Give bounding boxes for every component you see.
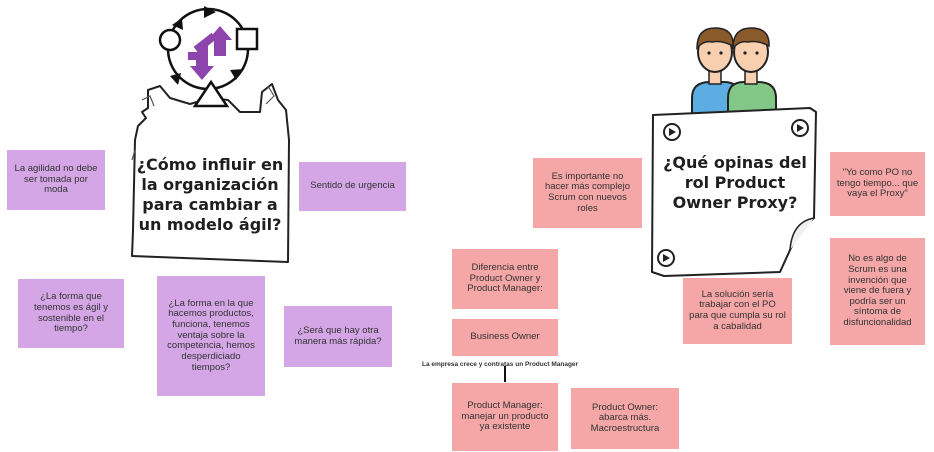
sticky-note[interactable]: Product Owner: abarca más. Macroestructu… xyxy=(571,388,679,449)
triangle-icon xyxy=(192,79,230,108)
sticky-note[interactable]: Sentido de urgencia xyxy=(299,162,406,211)
sticky-note[interactable]: La solución sería trabajar con el PO par… xyxy=(683,278,792,344)
cycle-diagram-icon xyxy=(158,6,259,91)
right-board-title: ¿Qué opinas del rol Product Owner Proxy? xyxy=(663,153,807,212)
sticky-note[interactable]: Business Owner xyxy=(452,319,558,356)
circle-icon xyxy=(158,28,182,52)
paper-sheet-left xyxy=(131,79,290,263)
sticky-note[interactable]: Diferencia entre Product Owner y Product… xyxy=(452,249,558,309)
sticky-note[interactable]: No es algo de Scrum es una invención que… xyxy=(830,238,925,345)
sticky-note[interactable]: Es importante no hacer más complejo Scru… xyxy=(533,158,642,228)
sticky-note[interactable]: Product Manager: manejar un producto ya … xyxy=(452,383,558,451)
sticky-note[interactable]: "Yo como PO no tengo tiempo... que vaya … xyxy=(830,152,925,216)
sticky-note[interactable]: ¿La forma en la que hacemos productos, f… xyxy=(157,276,265,396)
play-icon xyxy=(663,123,681,141)
sticky-note[interactable]: ¿La forma que tenemos es ágil y sostenib… xyxy=(18,279,124,348)
exchange-arrows-icon xyxy=(188,26,232,80)
connector-label: La empresa crece y contratas un Product … xyxy=(422,361,579,368)
play-icon xyxy=(657,249,675,267)
left-board-title: ¿Cómo influir en la organización para ca… xyxy=(136,155,284,234)
sticky-note[interactable]: ¿Será que hay otra manera más rápida? xyxy=(284,306,392,367)
play-icon xyxy=(791,119,809,137)
paper-sheet-right xyxy=(651,107,817,277)
square-icon xyxy=(235,27,259,51)
two-people-icon xyxy=(691,27,777,119)
sticky-note[interactable]: La agilidad no debe ser tomada por moda xyxy=(7,150,105,210)
